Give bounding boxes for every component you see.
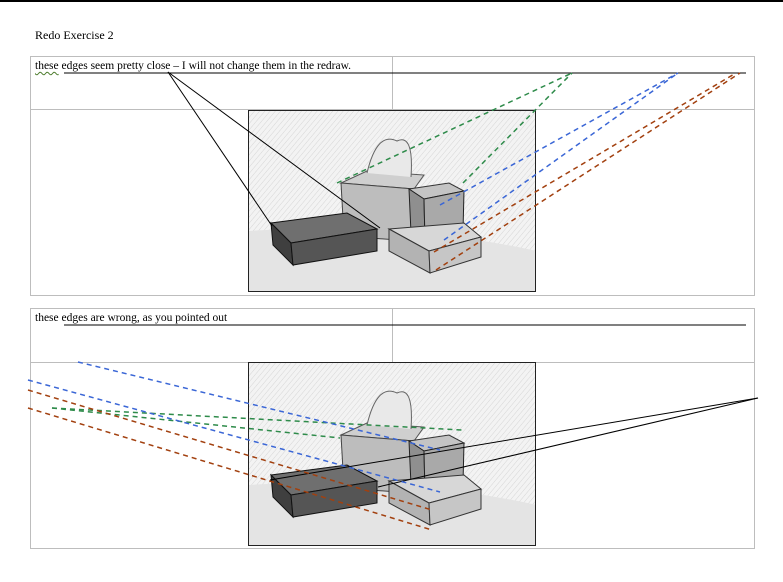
panel-1-note: these edges seem pretty close – I will n…: [35, 59, 351, 73]
panel-1-sketch-image: [248, 110, 536, 292]
top-border-line: [0, 0, 783, 2]
panel-2-note-row: these edges are wrong, as you pointed ou…: [31, 309, 754, 363]
panel-2-note: these edges are wrong, as you pointed ou…: [35, 312, 228, 324]
panel-2-sketch-image: [248, 362, 536, 546]
sketch-drawing-2: [249, 363, 535, 545]
panel-1-note-lead: these: [35, 60, 59, 72]
panel-1-note-text: edges seem pretty close – I will not cha…: [58, 60, 352, 72]
sketch-drawing-1: [249, 111, 535, 291]
document-title: Redo Exercise 2: [35, 28, 114, 42]
panel-1-note-row: these edges seem pretty close – I will n…: [31, 57, 754, 110]
panel-2-cell-divider: [392, 309, 393, 362]
panel-1-cell-divider: [392, 57, 393, 109]
